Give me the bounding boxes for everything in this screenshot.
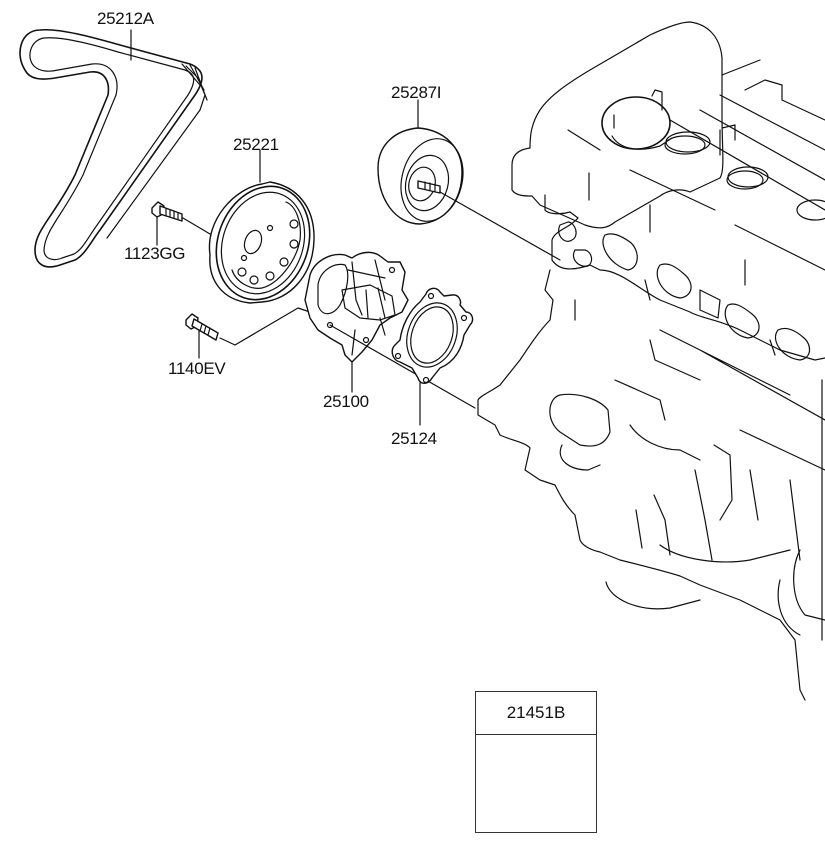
water-pump-drawing (304, 251, 476, 409)
drive-belt-drawing (19, 28, 208, 268)
part-label-1140EV[interactable]: 1140EV (168, 359, 226, 378)
water-pump-pulley-drawing (208, 149, 315, 304)
pump-bolt-drawing (185, 307, 311, 359)
part-label-25221[interactable]: 25221 (233, 135, 279, 154)
engine-block (477, 21, 825, 701)
idler-pulley-drawing (377, 99, 561, 261)
gasket-drawing (391, 287, 474, 426)
part-label-25212A[interactable]: 25212A (97, 9, 154, 28)
pulley-bolt-drawing (151, 201, 211, 246)
part-label-25100[interactable]: 25100 (323, 392, 369, 411)
part-label-1123GG[interactable]: 1123GG (124, 244, 186, 263)
part-label-25287I[interactable]: 25287I (391, 83, 442, 102)
part-label-25124[interactable]: 25124 (391, 429, 437, 448)
kit-box: 21451B (475, 691, 597, 833)
kit-label-21451B[interactable]: 21451B (476, 692, 596, 735)
